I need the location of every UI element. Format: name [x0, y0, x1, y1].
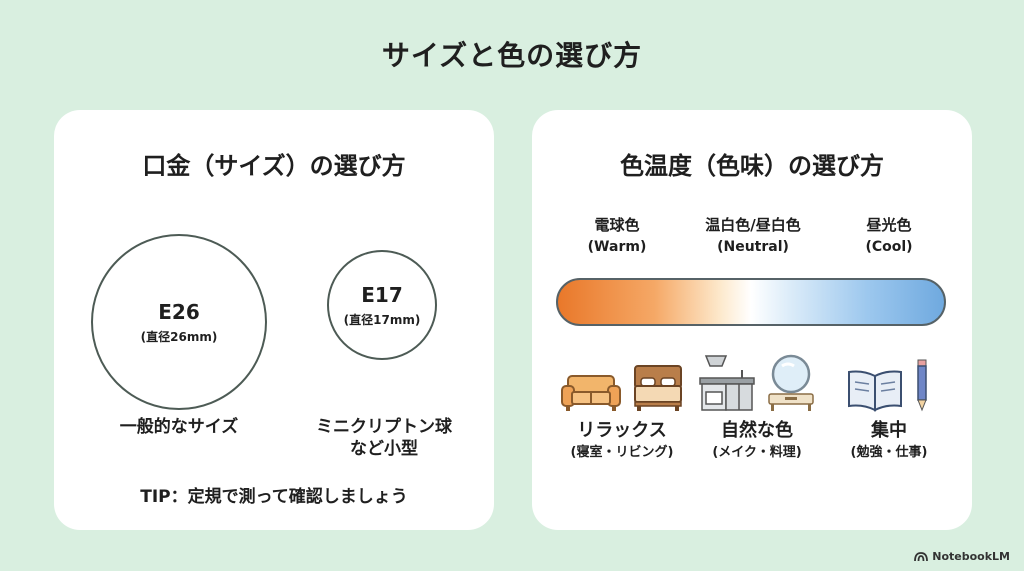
brand-text: NotebookLM	[932, 550, 1010, 563]
e26-diameter: (直径26mm)	[140, 329, 218, 344]
e17-caption-line2: など小型	[350, 439, 418, 459]
use-natural: 自然な色 (メイク・料理)	[682, 420, 832, 464]
temp-label-cool: 昼光色 (Cool)	[814, 214, 964, 258]
e17-code: E17	[361, 282, 403, 307]
use-relax: リラックス (寝室・リビング)	[547, 420, 697, 464]
temp-label-warm: 電球色 (Warm)	[542, 214, 692, 258]
temp-warm-sub: (Warm)	[587, 239, 647, 255]
notebooklm-logo-icon	[914, 551, 929, 561]
temp-warm-name: 電球色	[594, 216, 640, 234]
temp-label-neutral: 温白色/昼白色 (Neutral)	[678, 214, 828, 258]
sofa-icon	[561, 375, 621, 411]
socket-size-card: 口金（サイズ）の選び方 E26 (直径26mm) E17 (直径17mm) 一般…	[54, 110, 494, 530]
temp-neutral-sub: (Neutral)	[717, 239, 789, 255]
e26-circle: E26 (直径26mm)	[91, 234, 267, 410]
tip-text: TIP：定規で測って確認しましょう	[140, 487, 408, 507]
color-temp-card: 色温度（色味）の選び方 電球色 (Warm) 温白色/昼白色 (Neutral)…	[532, 110, 972, 530]
use-natural-name: 自然な色	[721, 420, 793, 441]
use-focus-sub: (勉強・仕事)	[850, 445, 928, 460]
e17-caption: ミニクリプトン球 など小型	[284, 416, 484, 460]
vanity-mirror-icon	[768, 354, 814, 411]
e26-code: E26	[158, 299, 200, 324]
color-temperature-gradient-bar	[556, 278, 946, 326]
socket-card-title: 口金（サイズ）の選び方	[142, 152, 406, 180]
e17-circle: E17 (直径17mm)	[327, 250, 437, 360]
relax-icons	[557, 350, 687, 412]
use-natural-sub: (メイク・料理)	[712, 445, 802, 460]
bed-icon	[634, 365, 682, 411]
page-title: サイズと色の選び方	[381, 39, 643, 72]
kitchen-icon	[699, 355, 755, 411]
notebooklm-watermark: NotebookLM	[914, 550, 1010, 563]
use-relax-name: リラックス	[577, 420, 667, 441]
e26-caption: 一般的なサイズ	[119, 417, 239, 437]
use-relax-sub: (寝室・リビング)	[570, 445, 674, 460]
focus-icons	[822, 350, 952, 412]
temp-neutral-name: 温白色/昼白色	[705, 216, 801, 234]
use-focus-name: 集中	[871, 420, 907, 441]
natural-icons	[692, 350, 822, 412]
e17-caption-line1: ミニクリプトン球	[316, 417, 452, 437]
pencil-icon	[917, 359, 927, 412]
temp-cool-sub: (Cool)	[865, 239, 913, 255]
color-temp-card-title: 色温度（色味）の選び方	[620, 152, 884, 180]
e17-diameter: (直径17mm)	[343, 312, 421, 327]
temp-cool-name: 昼光色	[866, 216, 912, 234]
use-focus: 集中 (勉強・仕事)	[814, 420, 964, 464]
book-icon	[848, 370, 902, 412]
